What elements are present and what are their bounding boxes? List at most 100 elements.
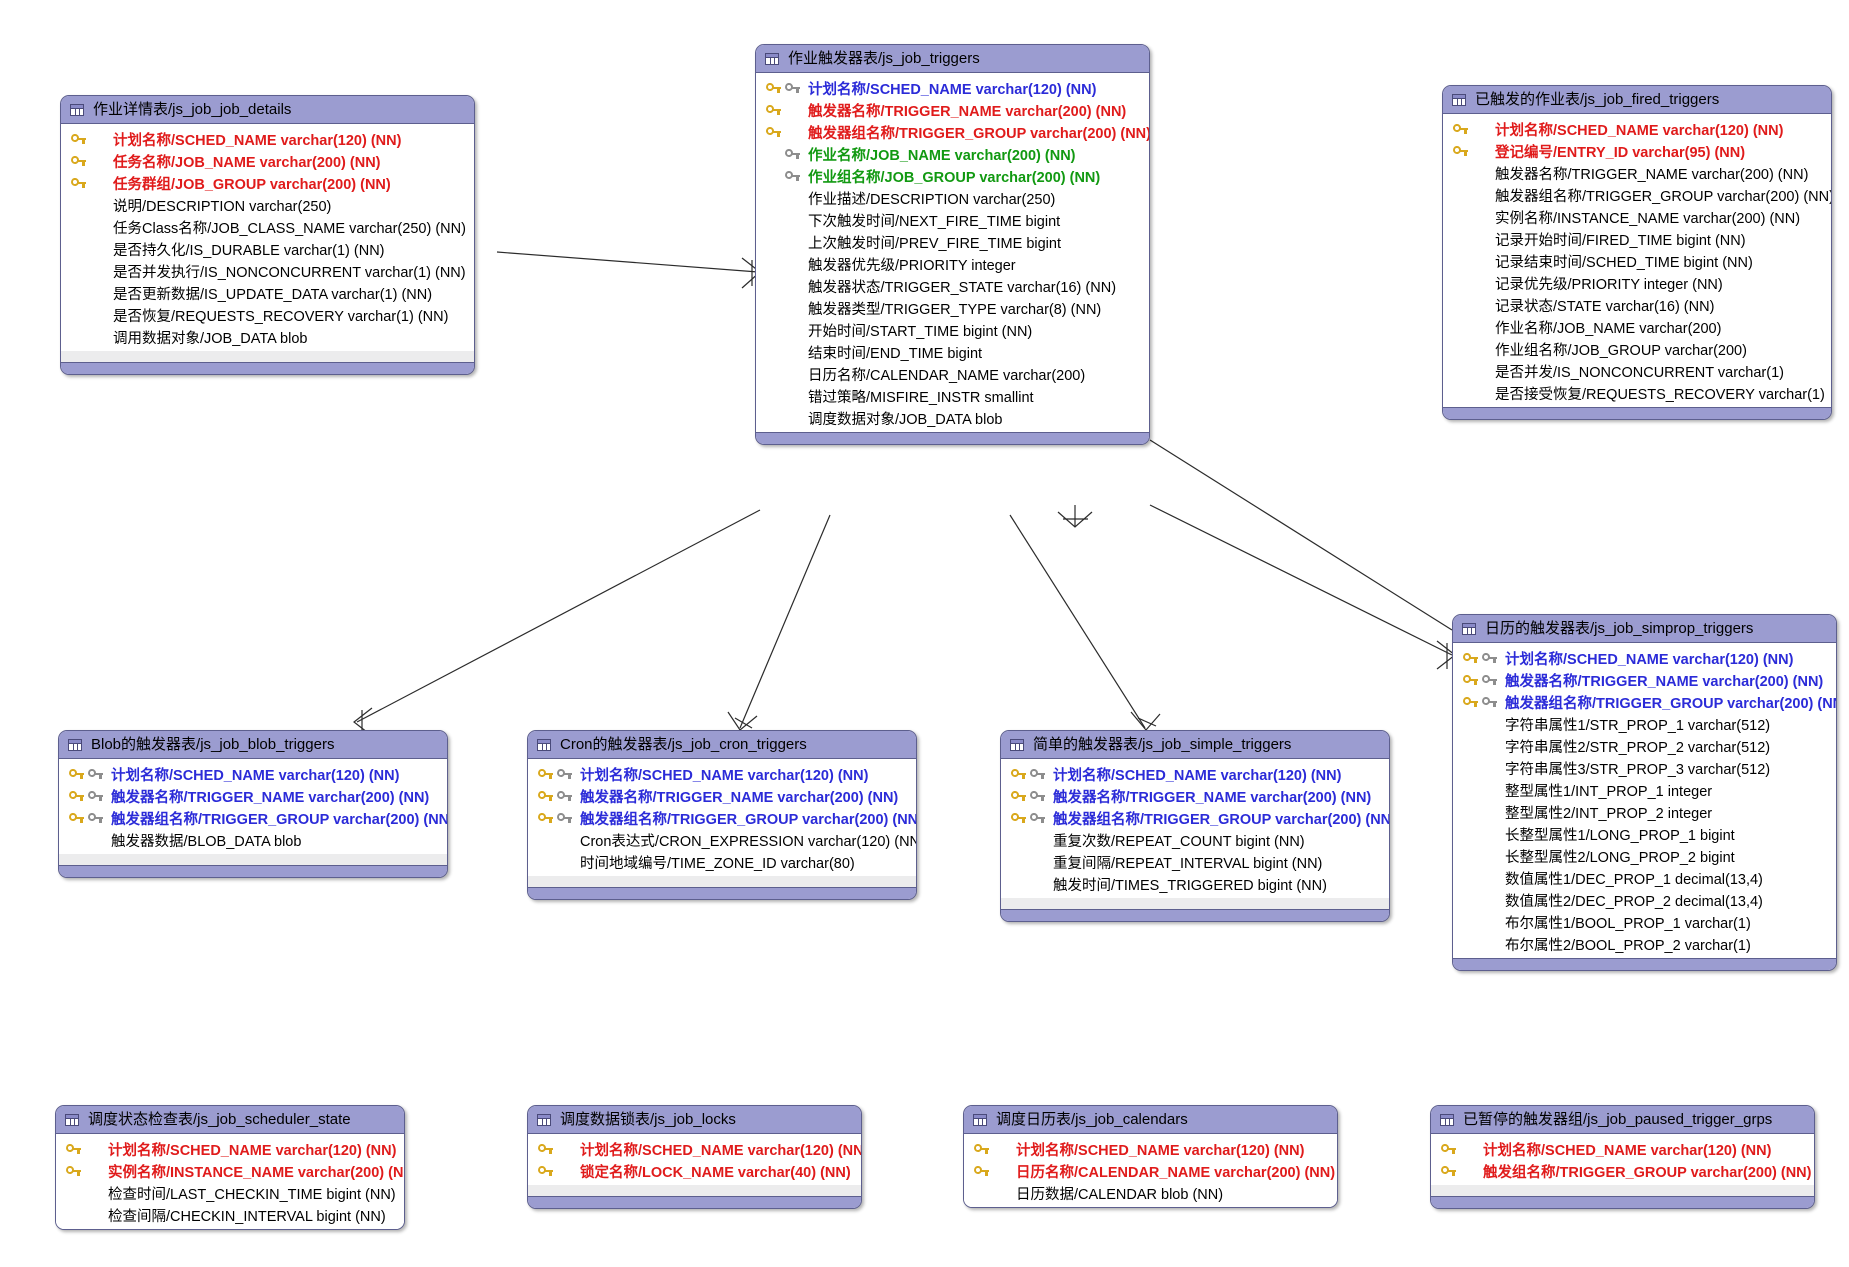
field-row[interactable]: 实例名称/INSTANCE_NAME varchar(200) (NN) bbox=[56, 1160, 404, 1182]
field-row[interactable]: 数值属性2/DEC_PROP_2 decimal(13,4) bbox=[1453, 889, 1836, 911]
field-row[interactable]: 触发器名称/TRIGGER_NAME varchar(200) (NN) bbox=[59, 785, 447, 807]
field-row[interactable]: 日历名称/CALENDAR_NAME varchar(200) bbox=[756, 363, 1149, 385]
field-row[interactable]: 重复间隔/REPEAT_INTERVAL bigint (NN) bbox=[1001, 851, 1389, 873]
entity-js_job_blob_triggers[interactable]: Blob的触发器表/js_job_blob_triggers 计划名称/SCHE… bbox=[58, 730, 448, 878]
field-row[interactable]: 登记编号/ENTRY_ID varchar(95) (NN) bbox=[1443, 140, 1831, 162]
field-row[interactable]: 检查间隔/CHECKIN_INTERVAL bigint (NN) bbox=[56, 1204, 404, 1226]
field-row[interactable]: 触发时间/TIMES_TRIGGERED bigint (NN) bbox=[1001, 873, 1389, 895]
field-row[interactable]: 是否恢复/REQUESTS_RECOVERY varchar(1) (NN) bbox=[61, 304, 474, 326]
field-row[interactable]: 计划名称/SCHED_NAME varchar(120) (NN) bbox=[1431, 1138, 1814, 1160]
field-row[interactable]: 长整型属性1/LONG_PROP_1 bigint bbox=[1453, 823, 1836, 845]
field-row[interactable]: 任务Class名称/JOB_CLASS_NAME varchar(250) (N… bbox=[61, 216, 474, 238]
entity-footer bbox=[59, 865, 447, 877]
field-row[interactable]: 触发器优先级/PRIORITY integer bbox=[756, 253, 1149, 275]
field-row[interactable]: 计划名称/SCHED_NAME varchar(120) (NN) bbox=[59, 763, 447, 785]
entity-js_job_calendars[interactable]: 调度日历表/js_job_calendars 计划名称/SCHED_NAME v… bbox=[963, 1105, 1338, 1208]
field-row[interactable]: 计划名称/SCHED_NAME varchar(120) (NN) bbox=[528, 1138, 861, 1160]
field-row[interactable]: 计划名称/SCHED_NAME varchar(120) (NN) bbox=[1453, 647, 1836, 669]
field-row[interactable]: 记录优先级/PRIORITY integer (NN) bbox=[1443, 272, 1831, 294]
entity-js_job_triggers[interactable]: 作业触发器表/js_job_triggers 计划名称/SCHED_NAME v… bbox=[755, 44, 1150, 445]
field-row[interactable]: 开始时间/START_TIME bigint (NN) bbox=[756, 319, 1149, 341]
field-row[interactable]: 计划名称/SCHED_NAME varchar(120) (NN) bbox=[1001, 763, 1389, 785]
field-row[interactable]: 触发器组名称/TRIGGER_GROUP varchar(200) (NN) bbox=[1443, 184, 1831, 206]
field-row[interactable]: 是否并发/IS_NONCONCURRENT varchar(1) bbox=[1443, 360, 1831, 382]
field-row[interactable]: 触发器名称/TRIGGER_NAME varchar(200) (NN) bbox=[528, 785, 916, 807]
field-row[interactable]: 是否更新数据/IS_UPDATE_DATA varchar(1) (NN) bbox=[61, 282, 474, 304]
field-row[interactable]: 实例名称/INSTANCE_NAME varchar(200) (NN) bbox=[1443, 206, 1831, 228]
field-row[interactable]: 重复次数/REPEAT_COUNT bigint (NN) bbox=[1001, 829, 1389, 851]
field-label: 作业名称/JOB_NAME varchar(200) (NN) bbox=[808, 147, 1076, 164]
field-row[interactable]: Cron表达式/CRON_EXPRESSION varchar(120) (NN… bbox=[528, 829, 916, 851]
field-row[interactable]: 作业名称/JOB_NAME varchar(200) bbox=[1443, 316, 1831, 338]
field-label: 触发器类型/TRIGGER_TYPE varchar(8) (NN) bbox=[808, 301, 1102, 318]
field-row[interactable]: 字符串属性3/STR_PROP_3 varchar(512) bbox=[1453, 757, 1836, 779]
field-row[interactable]: 任务群组/JOB_GROUP varchar(200) (NN) bbox=[61, 172, 474, 194]
field-row[interactable]: 记录状态/STATE varchar(16) (NN) bbox=[1443, 294, 1831, 316]
field-row[interactable]: 记录结束时间/SCHED_TIME bigint (NN) bbox=[1443, 250, 1831, 272]
field-row[interactable]: 上次触发时间/PREV_FIRE_TIME bigint bbox=[756, 231, 1149, 253]
field-row[interactable]: 数值属性1/DEC_PROP_1 decimal(13,4) bbox=[1453, 867, 1836, 889]
foreign-key-icon bbox=[1480, 695, 1499, 708]
field-row[interactable]: 作业描述/DESCRIPTION varchar(250) bbox=[756, 187, 1149, 209]
field-row[interactable]: 布尔属性2/BOOL_PROP_2 varchar(1) bbox=[1453, 933, 1836, 955]
entity-js_job_paused_trigger_grps[interactable]: 已暂停的触发器组/js_job_paused_trigger_grps 计划名称… bbox=[1430, 1105, 1815, 1209]
entity-js_job_locks[interactable]: 调度数据锁表/js_job_locks 计划名称/SCHED_NAME varc… bbox=[527, 1105, 862, 1209]
field-row[interactable]: 触发器名称/TRIGGER_NAME varchar(200) (NN) bbox=[1001, 785, 1389, 807]
field-label: 触发器名称/TRIGGER_NAME varchar(200) (NN) bbox=[1053, 789, 1372, 806]
field-row[interactable]: 任务名称/JOB_NAME varchar(200) (NN) bbox=[61, 150, 474, 172]
primary-key-icon bbox=[536, 1164, 555, 1177]
field-row[interactable]: 触发器组名称/TRIGGER_GROUP varchar(200) (NN) bbox=[59, 807, 447, 829]
entity-js_job_fired_triggers[interactable]: 已触发的作业表/js_job_fired_triggers 计划名称/SCHED… bbox=[1442, 85, 1832, 420]
entity-js_job_cron_triggers[interactable]: Cron的触发器表/js_job_cron_triggers 计划名称/SCHE… bbox=[527, 730, 917, 900]
field-row[interactable]: 调用数据对象/JOB_DATA blob bbox=[61, 326, 474, 348]
rel-job-details-to-triggers bbox=[496, 251, 759, 273]
field-row[interactable]: 触发器组名称/TRIGGER_GROUP varchar(200) (NN) bbox=[756, 121, 1149, 143]
field-row[interactable]: 是否接受恢复/REQUESTS_RECOVERY varchar(1) bbox=[1443, 382, 1831, 404]
field-row[interactable]: 触发器组名称/TRIGGER_GROUP varchar(200) (NN) bbox=[1453, 691, 1836, 713]
field-row[interactable]: 计划名称/SCHED_NAME varchar(120) (NN) bbox=[756, 77, 1149, 99]
field-row[interactable]: 触发器组名称/TRIGGER_GROUP varchar(200) (NN) bbox=[1001, 807, 1389, 829]
field-row[interactable]: 记录开始时间/FIRED_TIME bigint (NN) bbox=[1443, 228, 1831, 250]
entity-js_job_scheduler_state[interactable]: 调度状态检查表/js_job_scheduler_state 计划名称/SCHE… bbox=[55, 1105, 405, 1230]
field-row[interactable]: 触发器组名称/TRIGGER_GROUP varchar(200) (NN) bbox=[528, 807, 916, 829]
field-row[interactable]: 日历名称/CALENDAR_NAME varchar(200) (NN) bbox=[964, 1160, 1337, 1182]
field-row[interactable]: 字符串属性2/STR_PROP_2 varchar(512) bbox=[1453, 735, 1836, 757]
table-icon bbox=[1010, 738, 1024, 751]
field-label: 说明/DESCRIPTION varchar(250) bbox=[113, 198, 332, 215]
field-row[interactable]: 触发组名称/TRIGGER_GROUP varchar(200) (NN) bbox=[1431, 1160, 1814, 1182]
field-row[interactable]: 长整型属性2/LONG_PROP_2 bigint bbox=[1453, 845, 1836, 867]
field-row[interactable]: 字符串属性1/STR_PROP_1 varchar(512) bbox=[1453, 713, 1836, 735]
entity-js_job_simple_triggers[interactable]: 简单的触发器表/js_job_simple_triggers 计划名称/SCHE… bbox=[1000, 730, 1390, 922]
field-row[interactable]: 整型属性2/INT_PROP_2 integer bbox=[1453, 801, 1836, 823]
field-row[interactable]: 触发器名称/TRIGGER_NAME varchar(200) (NN) bbox=[1443, 162, 1831, 184]
field-row[interactable]: 结束时间/END_TIME bigint bbox=[756, 341, 1149, 363]
field-row[interactable]: 布尔属性1/BOOL_PROP_1 varchar(1) bbox=[1453, 911, 1836, 933]
field-row[interactable]: 是否持久化/IS_DURABLE varchar(1) (NN) bbox=[61, 238, 474, 260]
field-row[interactable]: 检查时间/LAST_CHECKIN_TIME bigint (NN) bbox=[56, 1182, 404, 1204]
field-row[interactable]: 触发器名称/TRIGGER_NAME varchar(200) (NN) bbox=[756, 99, 1149, 121]
field-row[interactable]: 触发器类型/TRIGGER_TYPE varchar(8) (NN) bbox=[756, 297, 1149, 319]
field-row[interactable]: 计划名称/SCHED_NAME varchar(120) (NN) bbox=[1443, 118, 1831, 140]
field-row[interactable]: 计划名称/SCHED_NAME varchar(120) (NN) bbox=[56, 1138, 404, 1160]
field-row[interactable]: 是否并发执行/IS_NONCONCURRENT varchar(1) (NN) bbox=[61, 260, 474, 282]
field-row[interactable]: 时间地域编号/TIME_ZONE_ID varchar(80) bbox=[528, 851, 916, 873]
field-row[interactable]: 计划名称/SCHED_NAME varchar(120) (NN) bbox=[528, 763, 916, 785]
foreign-key-icon bbox=[1480, 673, 1499, 686]
entity-js_job_simprop_triggers[interactable]: 日历的触发器表/js_job_simprop_triggers 计划名称/SCH… bbox=[1452, 614, 1837, 971]
field-row[interactable]: 计划名称/SCHED_NAME varchar(120) (NN) bbox=[61, 128, 474, 150]
field-row[interactable]: 下次触发时间/NEXT_FIRE_TIME bigint bbox=[756, 209, 1149, 231]
field-row[interactable]: 作业组名称/JOB_GROUP varchar(200) (NN) bbox=[756, 165, 1149, 187]
field-row[interactable]: 触发器状态/TRIGGER_STATE varchar(16) (NN) bbox=[756, 275, 1149, 297]
field-row[interactable]: 锁定名称/LOCK_NAME varchar(40) (NN) bbox=[528, 1160, 861, 1182]
field-row[interactable]: 作业名称/JOB_NAME varchar(200) (NN) bbox=[756, 143, 1149, 165]
field-row[interactable]: 触发器名称/TRIGGER_NAME varchar(200) (NN) bbox=[1453, 669, 1836, 691]
field-row[interactable]: 作业组名称/JOB_GROUP varchar(200) bbox=[1443, 338, 1831, 360]
field-row[interactable]: 调度数据对象/JOB_DATA blob bbox=[756, 407, 1149, 429]
field-row[interactable]: 说明/DESCRIPTION varchar(250) bbox=[61, 194, 474, 216]
field-row[interactable]: 整型属性1/INT_PROP_1 integer bbox=[1453, 779, 1836, 801]
field-row[interactable]: 触发器数据/BLOB_DATA blob bbox=[59, 829, 447, 851]
field-row[interactable]: 错过策略/MISFIRE_INSTR smallint bbox=[756, 385, 1149, 407]
field-row[interactable]: 日历数据/CALENDAR blob (NN) bbox=[964, 1182, 1337, 1204]
field-row[interactable]: 计划名称/SCHED_NAME varchar(120) (NN) bbox=[964, 1138, 1337, 1160]
entity-js_job_job_details[interactable]: 作业详情表/js_job_job_details 计划名称/SCHED_NAME… bbox=[60, 95, 475, 375]
